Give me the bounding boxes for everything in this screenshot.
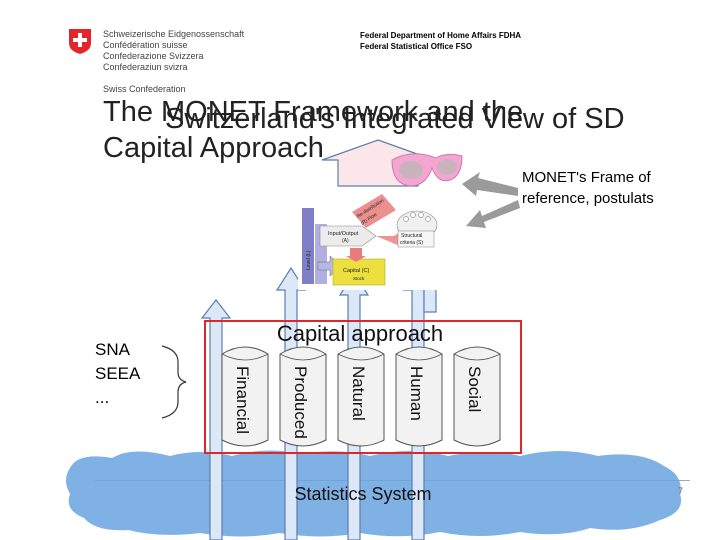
label-social: Social bbox=[465, 366, 484, 412]
sunglasses-icon bbox=[391, 153, 463, 187]
agency-line: Confederazione Svizzera bbox=[103, 51, 204, 61]
cylinder-human bbox=[395, 346, 443, 447]
slide-title-line2: Switzerland's Integrated View of SD bbox=[165, 103, 625, 135]
sna-item: ... bbox=[95, 388, 110, 407]
label-produced: Produced bbox=[291, 366, 310, 439]
department-block: Federal Department of Home Affairs FDHA … bbox=[360, 30, 521, 52]
sna-item: SEEA bbox=[95, 364, 141, 383]
label-natural: Natural bbox=[349, 366, 368, 421]
sna-list: SNA SEEA ... bbox=[95, 338, 140, 410]
statistics-system-label: Statistics System bbox=[294, 484, 432, 504]
slide-title-line3: Capital Approach bbox=[103, 132, 324, 164]
agency-names: Schweizerische Eidgenossenschaft Confédé… bbox=[103, 29, 244, 95]
diagram-capital-sub: Stock bbox=[353, 276, 365, 281]
capital-cylinders bbox=[221, 346, 501, 447]
arrow-up-1 bbox=[200, 299, 232, 540]
brace-icon bbox=[161, 345, 187, 419]
cylinder-social bbox=[453, 346, 501, 447]
agency-line: Confederaziun svizra bbox=[103, 62, 188, 72]
cylinder-natural bbox=[337, 346, 385, 447]
agency-line: Schweizerische Eidgenossenschaft bbox=[103, 29, 245, 39]
cylinder-produced bbox=[279, 346, 327, 447]
diagram-input-output: Input/Output bbox=[328, 231, 359, 237]
gray-arrow-1 bbox=[462, 172, 518, 196]
diagram-level: Level (L) bbox=[306, 250, 312, 270]
agency-line: Swiss Confederation bbox=[103, 84, 186, 94]
diagram-structural-sub: criteria (S) bbox=[400, 240, 423, 246]
monet-diagram bbox=[298, 194, 448, 290]
sna-item: SNA bbox=[95, 340, 130, 359]
diagram-capital: Capital (C) bbox=[343, 268, 369, 274]
diagram-structural: Structural bbox=[401, 233, 422, 239]
label-financial: Financial bbox=[233, 366, 252, 434]
slide-title-line1: The MONET Framework and the bbox=[103, 96, 524, 128]
office-name: Federal Statistical Office FSO bbox=[360, 42, 473, 51]
capital-approach-box bbox=[204, 320, 522, 454]
department-name: Federal Department of Home Affairs FDHA bbox=[360, 31, 522, 40]
swiss-emblem-icon bbox=[68, 28, 92, 55]
label-human: Human bbox=[407, 366, 426, 421]
agency-line: Confédération suisse bbox=[103, 40, 188, 50]
diagram-input-output-sub: (A) bbox=[342, 238, 349, 244]
page-number: 7 bbox=[678, 486, 684, 496]
monet-frame-label: MONET's Frame of reference, postulats bbox=[522, 169, 654, 207]
cylinder-financial bbox=[221, 346, 269, 447]
gray-arrow-2 bbox=[466, 200, 520, 228]
capital-approach-title: Capital approach bbox=[276, 321, 444, 346]
